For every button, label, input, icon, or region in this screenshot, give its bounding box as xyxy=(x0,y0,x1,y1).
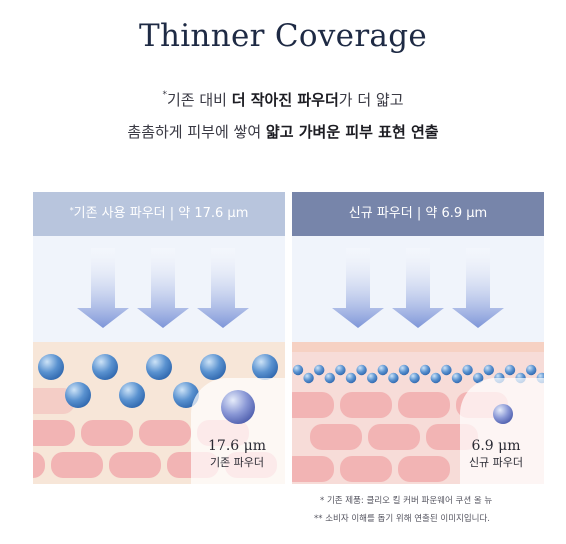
powder-particles xyxy=(292,364,544,384)
page-title: Thinner Coverage xyxy=(138,18,428,54)
existing-powder-label: 기존 파우더 xyxy=(209,456,265,469)
arrow-down-icon xyxy=(137,248,189,328)
existing-powder-illustration xyxy=(33,236,285,484)
existing-powder-banner: *기존 사용 파우더 | 약 17.6 μm xyxy=(33,192,285,236)
existing-powder-caption: 17.6 μm 기존 파우더 xyxy=(197,437,277,470)
powder-particle xyxy=(441,364,452,376)
powder-particle xyxy=(303,372,314,384)
powder-particle xyxy=(314,364,325,376)
subtitle-line-1-end: 가 더 얇고 xyxy=(338,91,404,109)
new-powder-banner: 신규 파우더 | 약 6.9 μm xyxy=(292,192,544,236)
zoom-lens xyxy=(191,378,285,484)
new-powder-panel: 신규 파우더 | 약 6.9 μm 6.9 μm 신규 파우더 xyxy=(292,192,544,484)
new-powder-banner-text: 신규 파우더 | 약 6.9 μm xyxy=(348,206,488,221)
skin-cells xyxy=(292,392,508,482)
powder-particle xyxy=(367,372,378,384)
powder-particle xyxy=(356,364,367,376)
powder-particle xyxy=(462,364,473,376)
powder-particle xyxy=(324,372,335,384)
footnote-disclaimer: ** 소비자 이해를 돕기 위해 연출된 이미지입니다. xyxy=(314,514,490,524)
powder-particle xyxy=(345,372,357,384)
powder-particle xyxy=(430,372,441,384)
subtitle-line-1-text: 기존 대비 xyxy=(166,91,232,109)
existing-powder-size: 17.6 μm xyxy=(208,438,266,454)
powder-particle xyxy=(504,364,516,376)
powder-particle xyxy=(388,372,399,384)
new-powder-caption: 6.9 μm 신규 파우더 xyxy=(456,437,536,470)
powder-particle xyxy=(473,372,484,384)
arrow-down-icon xyxy=(77,248,129,328)
footnote-existing-product: * 기존 제품: 클리오 킬 커버 파운웨어 쿠션 올 뉴 xyxy=(320,496,493,506)
powder-particle xyxy=(292,364,304,376)
powder-particle xyxy=(409,372,420,384)
existing-powder-banner-text: 기존 사용 파우더 | 약 17.6 μm xyxy=(73,206,249,221)
powder-particle xyxy=(451,372,463,384)
new-powder-illustration xyxy=(292,236,544,484)
zoom-lens xyxy=(460,378,544,484)
powder-particle xyxy=(377,364,388,376)
subtitle-line-2-text: 촘촘하게 피부에 쌓여 xyxy=(127,123,266,141)
new-powder-size: 6.9 μm xyxy=(471,438,521,454)
existing-powder-panel: *기존 사용 파우더 | 약 17.6 μm 17.6 μm 기존 파우더 xyxy=(33,192,285,484)
powder-particles xyxy=(38,354,278,408)
powder-particle xyxy=(483,364,494,376)
subtitle-line-2-bold: 얇고 가벼운 피부 표현 연출 xyxy=(265,123,439,141)
subtitle-line-1: *기존 대비 더 작아진 파우더가 더 얇고 xyxy=(0,89,566,110)
arrow-down-icon xyxy=(332,248,384,328)
new-powder-label: 신규 파우더 xyxy=(468,456,524,469)
arrow-down-icon xyxy=(197,248,249,328)
powder-particle xyxy=(526,364,537,376)
subtitle-line-1-bold: 더 작아진 파우더 xyxy=(231,91,339,109)
footnote-mark: * xyxy=(69,206,74,215)
arrow-down-icon xyxy=(452,248,504,328)
powder-particle xyxy=(420,364,431,376)
subtitle-line-2: 촘촘하게 피부에 쌓여 얇고 가벼운 피부 표현 연출 xyxy=(0,121,566,142)
footnote-mark: * xyxy=(162,90,167,100)
powder-particle xyxy=(335,364,346,376)
powder-particle xyxy=(398,364,410,376)
arrow-down-icon xyxy=(392,248,444,328)
